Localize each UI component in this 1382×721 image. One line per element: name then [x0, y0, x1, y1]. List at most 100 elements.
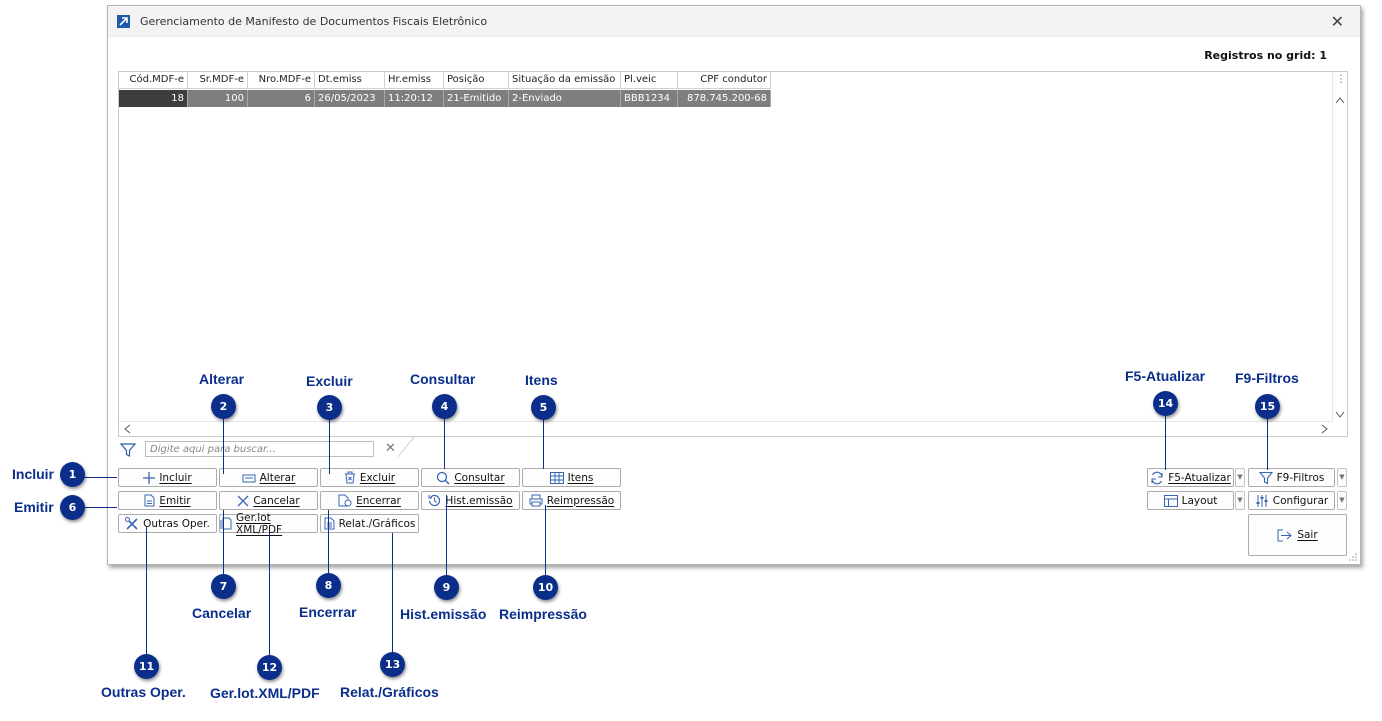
callout-8: 8: [316, 573, 341, 598]
callout-label-9: Hist.emissão: [400, 606, 487, 622]
f5-atualizar-button[interactable]: F5-Atualizar: [1147, 468, 1234, 487]
scroll-down-icon[interactable]: [1335, 411, 1345, 419]
manifest-window: Gerenciamento de Manifesto de Documentos…: [107, 5, 1361, 565]
configurar-button[interactable]: Configurar: [1248, 491, 1335, 510]
callout-line: [223, 510, 224, 576]
consultar-button[interactable]: Consultar: [421, 468, 520, 487]
itens-button[interactable]: Itens: [522, 468, 621, 487]
edit-icon: [242, 474, 256, 482]
column-header[interactable]: Posição: [444, 72, 509, 89]
callout-2: 2: [211, 394, 236, 419]
vertical-scrollbar[interactable]: ⋮: [1332, 72, 1347, 422]
callout-line: [269, 533, 270, 655]
refresh-icon: [1151, 471, 1163, 484]
callout-line: [545, 505, 546, 576]
reimpressao-button[interactable]: Reimpressão: [522, 491, 621, 510]
search-icon: [437, 471, 450, 485]
data-grid[interactable]: Cód.MDF-e Sr.MDF-e Nro.MDF-e Dt.emiss Hr…: [118, 71, 1348, 437]
app-icon: [117, 15, 130, 28]
configurar-dropdown[interactable]: ▼: [1337, 491, 1347, 510]
callout-7: 7: [211, 574, 236, 599]
callout-15: 15: [1255, 394, 1280, 419]
alterar-button[interactable]: Alterar: [219, 468, 318, 487]
table-cell: 100: [188, 90, 248, 107]
report-icon: [324, 517, 335, 530]
callout-9: 9: [434, 575, 459, 600]
trash-icon: [344, 471, 355, 484]
printer-icon: [529, 494, 543, 507]
f9-filtros-button[interactable]: F9-Filtros: [1248, 468, 1335, 487]
callout-12: 12: [257, 655, 282, 680]
sliders-icon: [1256, 494, 1268, 507]
column-header[interactable]: Pl.veic: [621, 72, 678, 89]
callout-line: [328, 510, 329, 576]
documents-icon: [220, 517, 232, 530]
excluir-button[interactable]: Excluir: [320, 468, 419, 487]
history-icon: [428, 495, 441, 507]
encerrar-button[interactable]: Encerrar: [320, 491, 419, 510]
document-icon: [144, 494, 155, 507]
column-header[interactable]: Cód.MDF-e: [119, 72, 188, 89]
resize-grip-icon[interactable]: [1349, 553, 1357, 561]
layout-button[interactable]: Layout: [1147, 491, 1234, 510]
tools-icon: [125, 516, 138, 530]
callout-line: [84, 477, 117, 478]
callout-label-13: Relat./Gráficos: [340, 684, 439, 700]
emitir-button[interactable]: Emitir: [118, 491, 217, 510]
f9-dropdown[interactable]: ▼: [1337, 468, 1347, 487]
grid-header: Cód.MDF-e Sr.MDF-e Nro.MDF-e Dt.emiss Hr…: [119, 72, 771, 89]
outras-oper-button[interactable]: Outras Oper.: [118, 514, 217, 533]
table-row[interactable]: 18 100 6 26/05/2023 11:20:12 21-Emitido …: [119, 90, 771, 107]
ger-lot-button[interactable]: Ger.lot XML/PDF: [219, 512, 318, 536]
callout-line: [392, 533, 393, 655]
cancelar-button[interactable]: Cancelar: [219, 491, 318, 510]
exit-icon: [1277, 529, 1293, 541]
relat-button[interactable]: Relat./Gráficos: [320, 514, 419, 533]
f5-dropdown[interactable]: ▼: [1235, 468, 1245, 487]
table-cell: 6: [248, 90, 315, 107]
callout-11: 11: [134, 654, 159, 679]
callout-1: 1: [60, 462, 85, 487]
callout-4: 4: [432, 394, 457, 419]
column-header[interactable]: Nro.MDF-e: [248, 72, 315, 89]
column-header[interactable]: Hr.emiss: [385, 72, 444, 89]
column-header[interactable]: Dt.emiss: [315, 72, 385, 89]
column-header[interactable]: Sr.MDF-e: [188, 72, 248, 89]
clear-search-icon[interactable]: ✕: [385, 441, 396, 456]
callout-5: 5: [531, 395, 556, 420]
incluir-button[interactable]: Incluir: [118, 468, 217, 487]
callout-line: [444, 419, 445, 469]
callout-label-10: Reimpressão: [499, 606, 587, 622]
column-menu-icon[interactable]: ⋮: [1336, 74, 1346, 85]
table-cell: 21-Emitido: [444, 90, 509, 107]
callout-label-12: Ger.lot.XML/PDF: [210, 685, 320, 701]
table-cell: BBB1234: [621, 90, 678, 107]
callout-label-4: Consultar: [410, 371, 476, 387]
window-title: Gerenciamento de Manifesto de Documentos…: [140, 15, 488, 28]
filter-icon[interactable]: [120, 442, 136, 458]
callout-line: [223, 419, 224, 474]
column-header[interactable]: Situação da emissão: [509, 72, 621, 89]
callout-14: 14: [1153, 391, 1178, 416]
scroll-right-icon[interactable]: [1321, 424, 1329, 434]
callout-label-5: Itens: [525, 372, 558, 388]
layout-dropdown[interactable]: ▼: [1235, 491, 1245, 510]
callout-6: 6: [60, 495, 85, 520]
close-icon[interactable]: ✕: [1330, 12, 1344, 31]
callout-label-14: F5-Atualizar: [1125, 368, 1206, 384]
horizontal-scrollbar[interactable]: [119, 421, 1332, 436]
scroll-up-icon[interactable]: [1335, 96, 1345, 104]
callout-label-3: Excluir: [306, 373, 353, 389]
column-header[interactable]: CPF condutor: [678, 72, 771, 89]
callout-13: 13: [380, 652, 405, 677]
x-icon: [237, 495, 249, 506]
callout-label-11: Outras Oper.: [101, 684, 186, 700]
table-cell: 26/05/2023: [315, 90, 385, 107]
callout-line: [446, 495, 447, 576]
sair-button[interactable]: Sair: [1248, 514, 1347, 556]
scroll-left-icon[interactable]: [123, 424, 131, 434]
hist-emissao-button[interactable]: Hist.emissão: [421, 491, 520, 510]
table-cell: 878.745.200-68: [678, 90, 771, 107]
search-input[interactable]: Digite aqui para buscar...: [145, 441, 374, 457]
callout-label-1: Incluir: [12, 466, 55, 482]
